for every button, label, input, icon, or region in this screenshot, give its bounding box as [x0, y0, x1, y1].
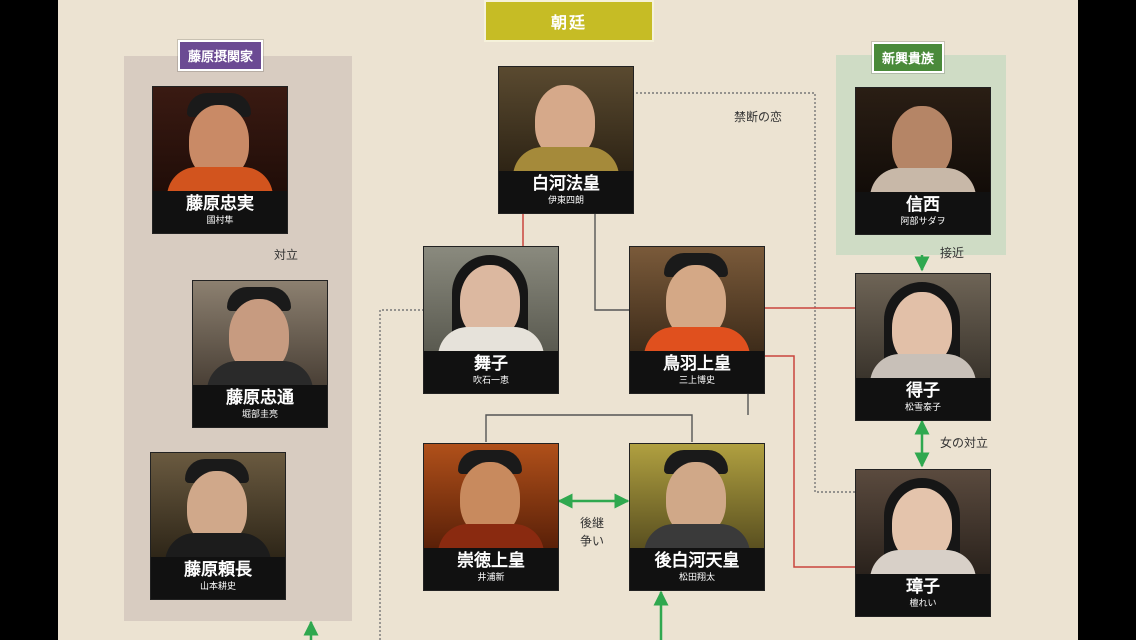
actor-yorinaga: 山本耕史: [199, 582, 236, 592]
person-card-tadamichi[interactable]: 藤原忠通堀部圭亮: [192, 280, 328, 428]
name-nariko: 得子: [906, 381, 940, 401]
person-card-toba[interactable]: 鳥羽上皇三上博史: [629, 246, 765, 394]
actor-tadazane: 國村隼: [206, 216, 234, 226]
name-shinzei: 信西: [906, 195, 940, 215]
name-maiko: 舞子: [474, 354, 508, 374]
portrait-yorinaga: [151, 453, 285, 557]
actor-shirakawa: 伊東四朗: [547, 196, 584, 206]
portrait-maiko: [424, 247, 558, 351]
relation-approach: 接近: [940, 246, 965, 260]
portrait-toba: [630, 247, 764, 351]
name-tadazane: 藤原忠実: [186, 194, 254, 214]
relation-women-opposition: 女の対立: [940, 436, 989, 450]
portrait-goshirakawa: [630, 444, 764, 548]
portrait-nariko: [856, 274, 990, 378]
green-arrows: [250, 234, 930, 640]
actor-toba: 三上博史: [678, 376, 715, 386]
name-yorinaga: 藤原頼長: [184, 560, 252, 580]
name-sutoku: 崇徳上皇: [457, 551, 525, 571]
name-shirakawa: 白河法皇: [532, 174, 600, 194]
actor-maiko: 吹石一恵: [472, 376, 509, 386]
actor-shinzei: 阿部サダヲ: [900, 217, 946, 227]
person-card-goshirakawa[interactable]: 後白河天皇松田翔太: [629, 443, 765, 591]
relation-succession-line2: 争い: [580, 534, 605, 548]
person-card-yorinaga[interactable]: 藤原頼長山本耕史: [150, 452, 286, 600]
portrait-tadamichi: [193, 281, 327, 385]
relationship-chart: 朝廷 藤原摂関家 新興貴族 白河法皇伊東四朗 信西阿部サダヲ 藤原忠実國村隼: [58, 0, 1078, 640]
actor-sutoku: 井浦新: [477, 573, 505, 583]
person-card-tadazane[interactable]: 藤原忠実國村隼: [152, 86, 288, 234]
portrait-shirakawa: [499, 67, 633, 171]
portrait-shinzei: [856, 88, 990, 192]
name-tamako: 璋子: [906, 577, 940, 597]
shinko-tag: 新興貴族: [872, 42, 945, 73]
name-tadamichi: 藤原忠通: [226, 388, 294, 408]
sekkanke-tag: 藤原摂関家: [178, 40, 264, 71]
person-card-tamako[interactable]: 璋子檀れい: [855, 469, 991, 617]
red-connector-lines: [522, 213, 855, 568]
court-title: 朝廷: [484, 0, 654, 42]
name-goshirakawa: 後白河天皇: [654, 551, 740, 571]
portrait-tadazane: [153, 87, 287, 191]
actor-tamako: 檀れい: [909, 599, 937, 609]
actor-goshirakawa: 松田翔太: [678, 573, 715, 583]
portrait-tamako: [856, 470, 990, 574]
person-card-sutoku[interactable]: 崇徳上皇井浦新: [423, 443, 559, 591]
relation-succession: 後継 争い: [580, 514, 604, 550]
person-card-maiko[interactable]: 舞子吹石一恵: [423, 246, 559, 394]
relation-opposition: 対立: [274, 248, 299, 262]
name-toba: 鳥羽上皇: [663, 354, 731, 374]
dotted-connector-lines: [379, 92, 858, 640]
person-card-shinzei[interactable]: 信西阿部サダヲ: [855, 87, 991, 235]
relation-forbidden-love: 禁断の恋: [734, 110, 783, 124]
person-card-shirakawa[interactable]: 白河法皇伊東四朗: [498, 66, 634, 214]
relation-succession-line1: 後継: [580, 516, 605, 530]
actor-tadamichi: 堀部圭亮: [241, 410, 278, 420]
portrait-sutoku: [424, 444, 558, 548]
actor-nariko: 松雪泰子: [904, 403, 941, 413]
person-card-nariko[interactable]: 得子松雪泰子: [855, 273, 991, 421]
